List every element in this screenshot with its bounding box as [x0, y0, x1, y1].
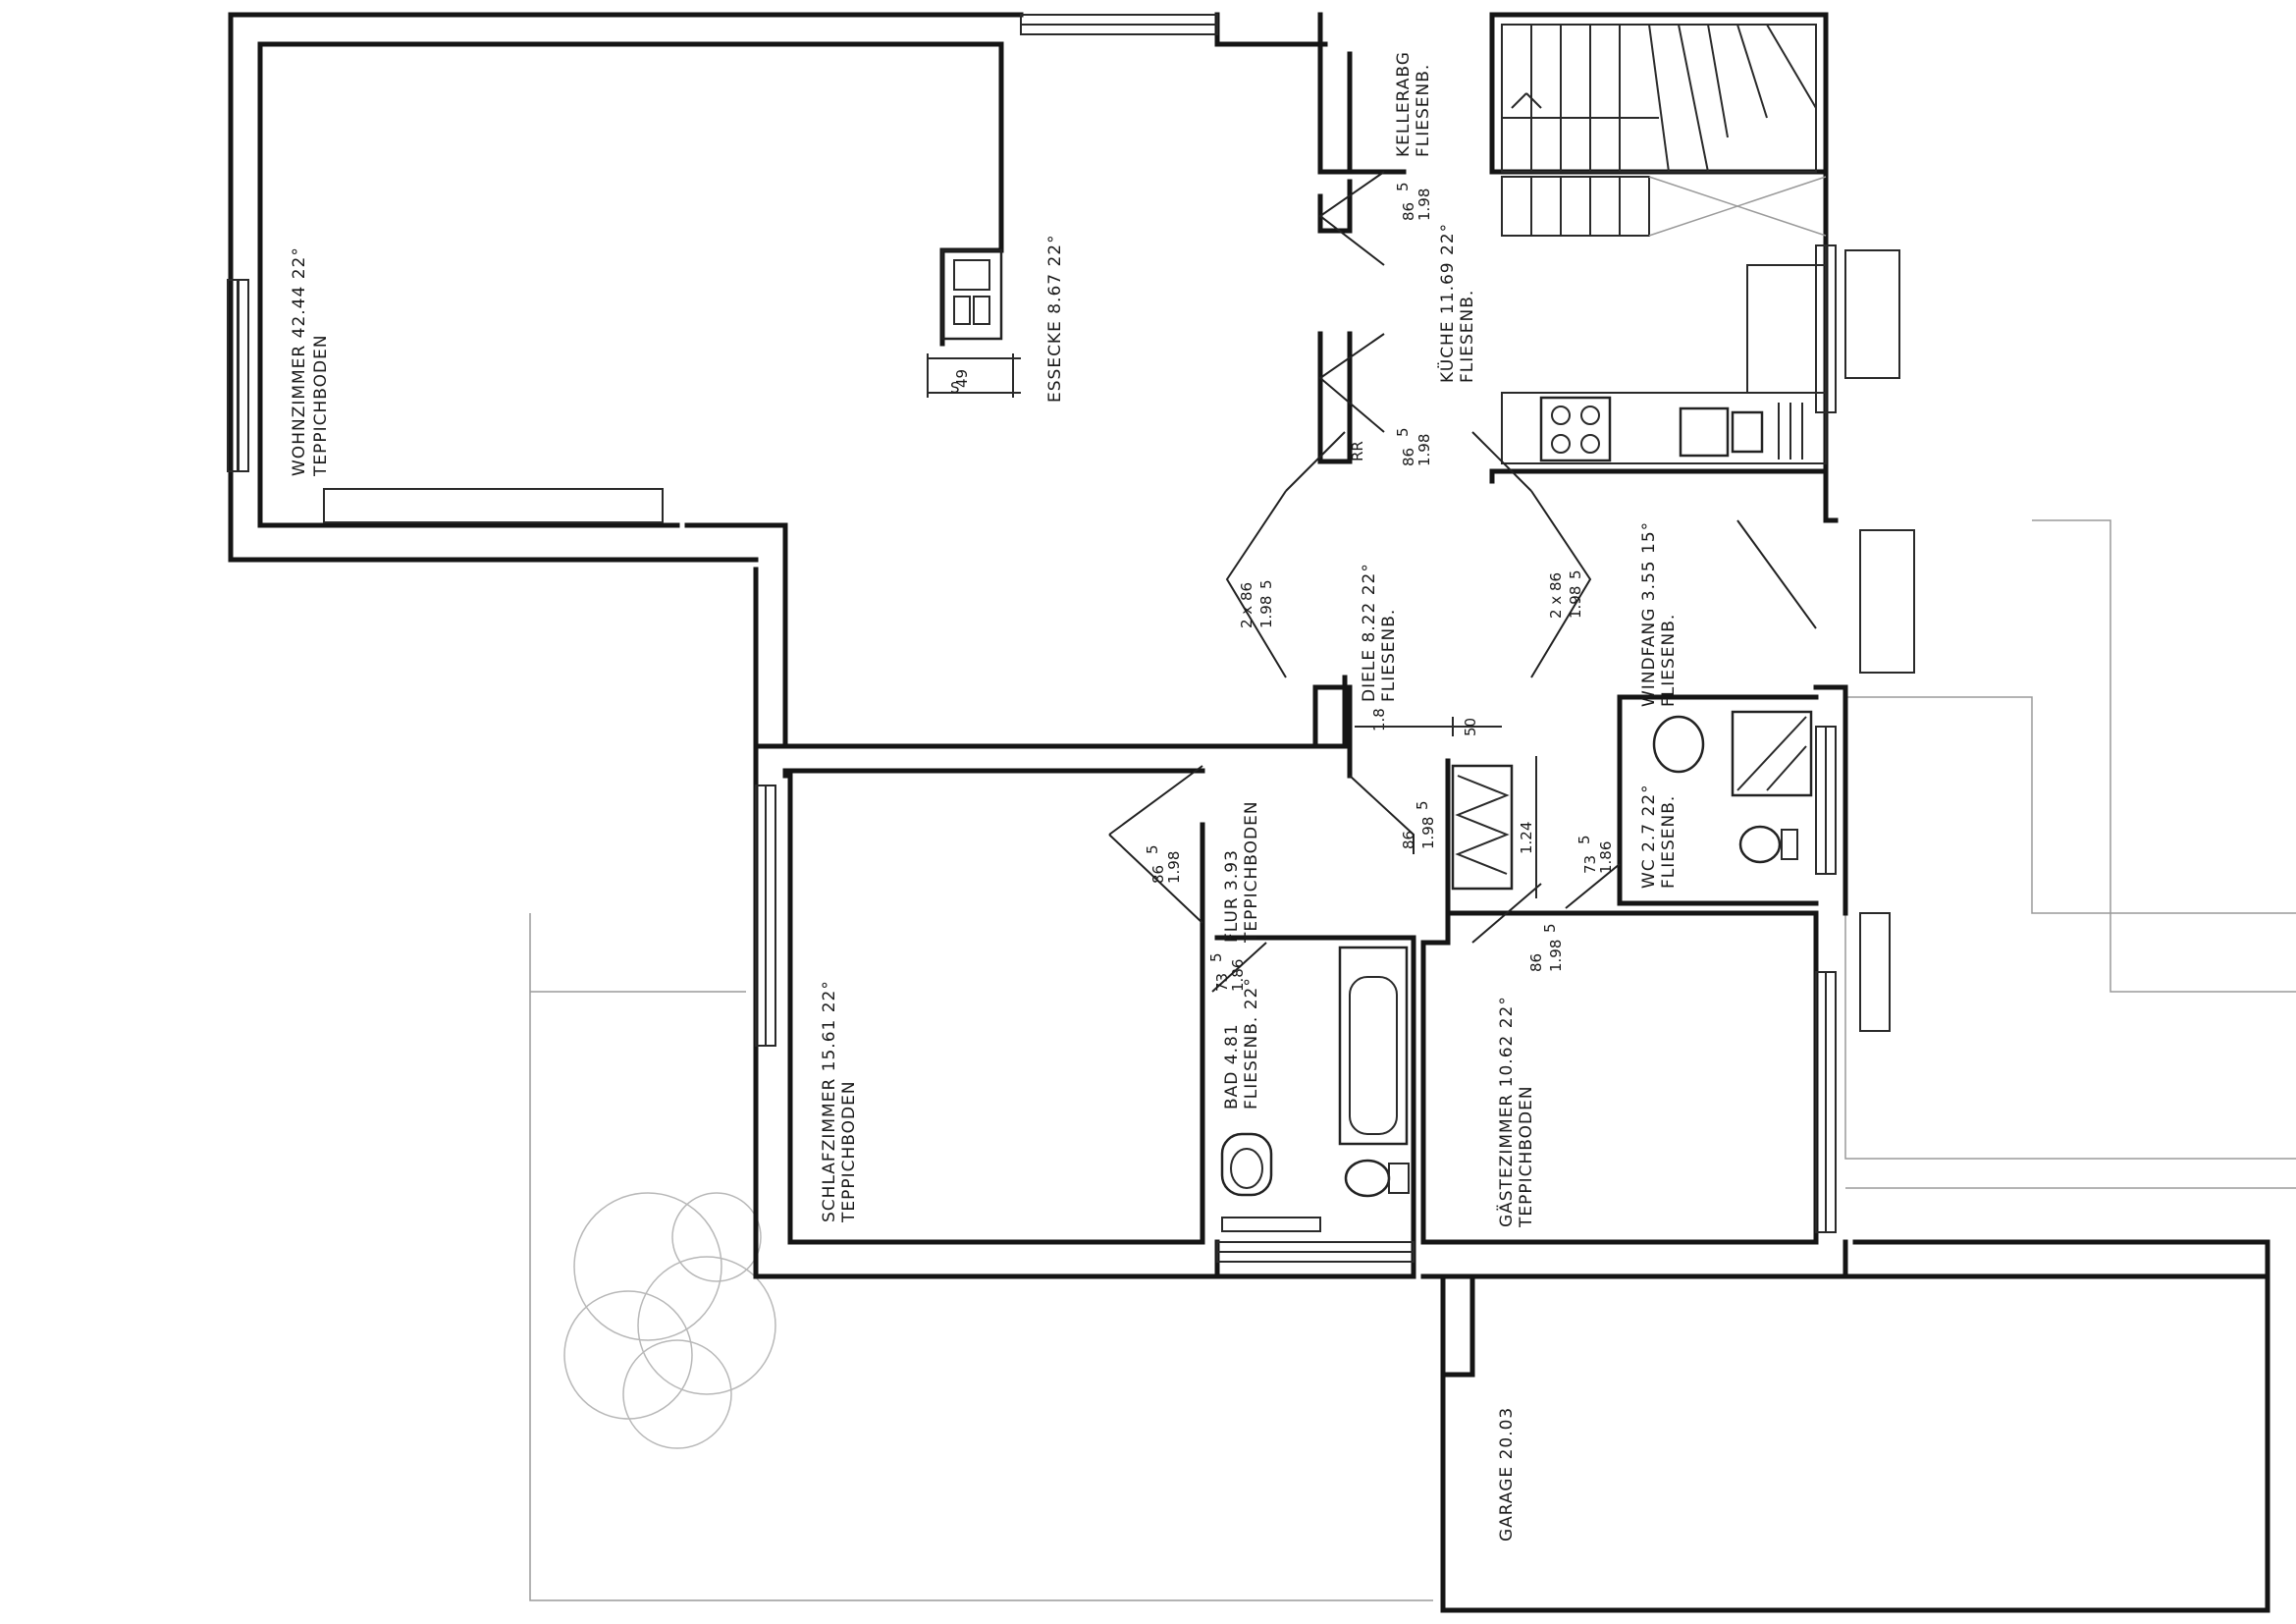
garden-trees [563, 1192, 776, 1449]
label-windfang: WINDFANG 3.55 15°FLIESENB. [1639, 521, 1679, 707]
dim-rr: RR [1349, 441, 1366, 461]
label-wohnzimmer: WOHNZIMMER 42.44 22°TEPPICHBODEN [290, 246, 331, 477]
label-diele: DIELE 8.22 22°FLIESENB. [1360, 563, 1399, 702]
dim-door-bad: 7351.86 [1207, 952, 1247, 992]
dim-124: 1.24 [1518, 822, 1535, 854]
label-schlafzimmer: SCHLAFZIMMER 15.61 22°TEPPICHBODEN [820, 980, 859, 1223]
staircase [1501, 24, 1827, 237]
bathroom-fixtures [1220, 946, 1410, 1232]
label-garage: GARAGE 20.03 [1497, 1407, 1517, 1542]
dim-door-keller: 8651.98 [1394, 182, 1433, 221]
dim-door-kueche: 8651.98 [1394, 427, 1433, 466]
door-swings [1108, 171, 1817, 993]
label-kueche: KÜCHE 11.69 22°FLIESENB. [1436, 223, 1477, 383]
dim-kamin-s: S [950, 379, 960, 397]
label-bad: BAD 4.81FLIESENB. 22° [1222, 977, 1261, 1110]
dim-door-wc: 7351.86 [1575, 835, 1615, 874]
dim-18: 1.8 [1370, 708, 1388, 731]
dim-door-flur: 8651.98 [1144, 844, 1183, 884]
label-gaestezimmer: GÄSTEZIMMER 10.62 22°TEPPICHBODEN [1496, 996, 1536, 1228]
dim-kamin: 49 [953, 369, 971, 388]
wardrobe [1451, 764, 1514, 891]
label-wc: WC 2.7 22°FLIESENB. [1639, 784, 1679, 889]
wc-fixtures [1652, 710, 1813, 864]
kitchen-fixtures [1501, 264, 1827, 464]
room-labels: WOHNZIMMER 42.44 22°TEPPICHBODEN ESSECKE… [290, 51, 1679, 1542]
fireplace [927, 248, 1021, 398]
label-flur: FLUR 3.93TEPPICHBODEN [1222, 800, 1261, 944]
windows [227, 14, 1915, 1263]
label-essecke: ESSECKE 8.67 22° [1045, 234, 1065, 403]
label-kellerabg: KELLERABGFLIESENB. [1394, 51, 1433, 157]
